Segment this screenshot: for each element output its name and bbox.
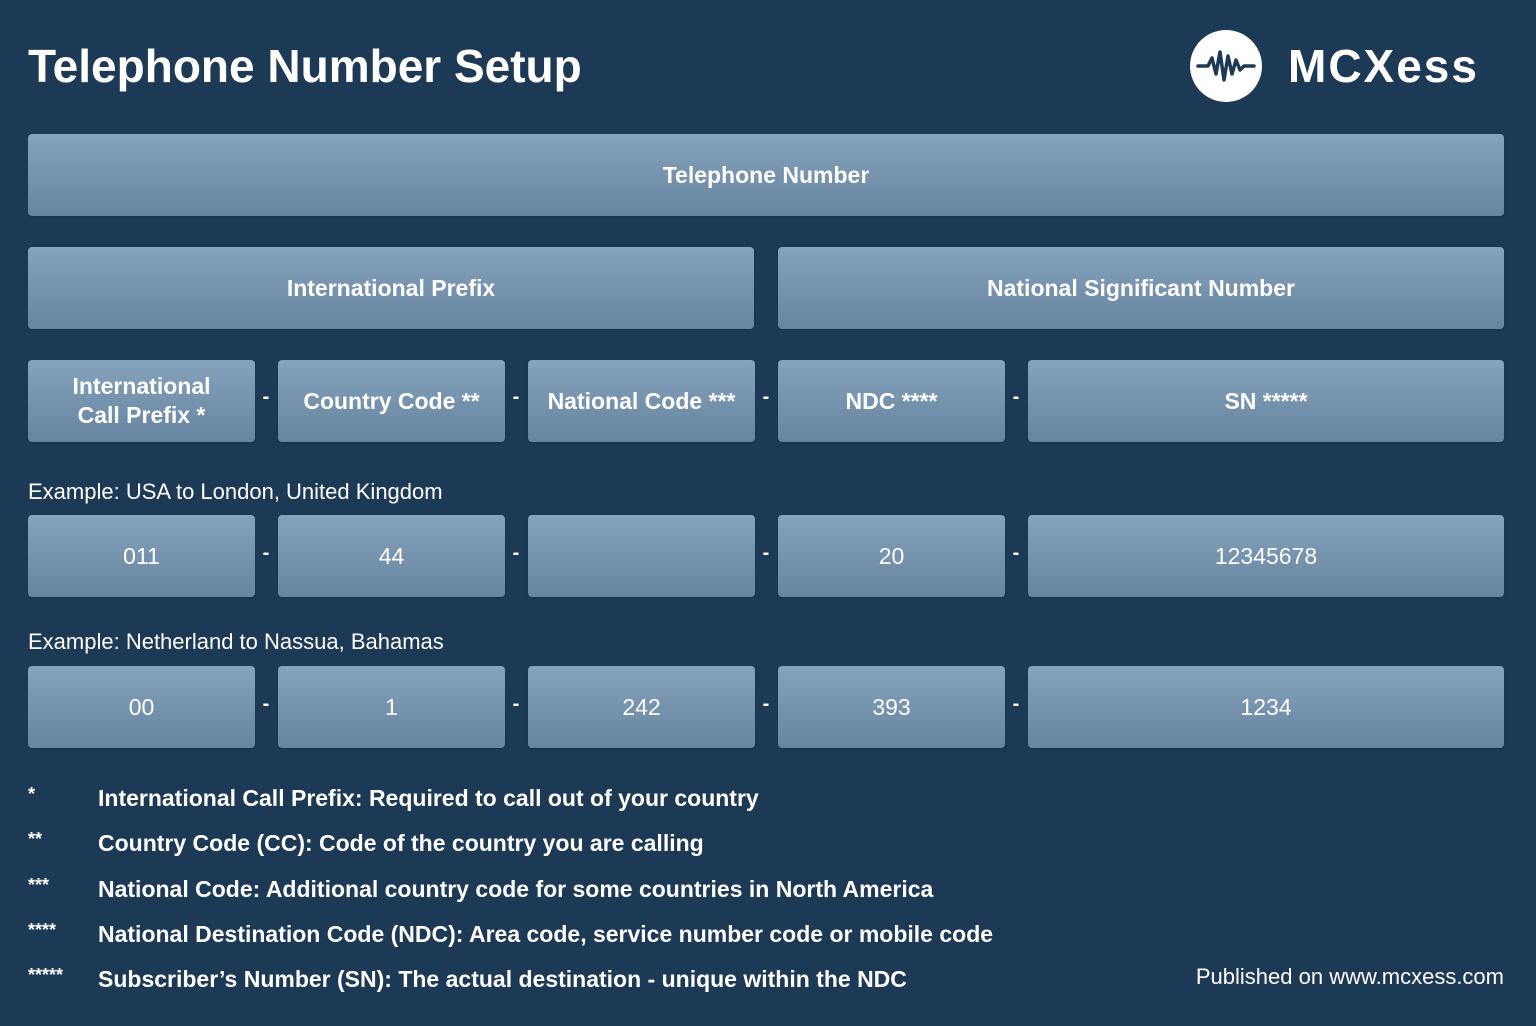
separator: - — [512, 386, 520, 408]
separator: - — [262, 542, 270, 564]
international-prefix-box: International Prefix — [28, 247, 754, 329]
ndc-label: NDC **** — [845, 387, 938, 414]
separator: - — [262, 386, 270, 408]
footnote-text: Subscriber’s Number (SN): The actual des… — [98, 965, 907, 992]
separator: - — [762, 542, 770, 564]
footnote-mark: ***** — [28, 965, 64, 985]
sn-box: SN ***** — [1028, 360, 1504, 442]
page-title: Telephone Number Setup — [28, 40, 582, 92]
footnote: *** National Code: Additional country co… — [28, 873, 933, 905]
international-call-prefix-line2: Call Prefix * — [77, 402, 206, 428]
example-1-prefix: 011 — [28, 515, 255, 597]
international-call-prefix-box: International Call Prefix * — [28, 360, 255, 442]
example-2-national-code-value: 242 — [622, 693, 661, 720]
footnote: * International Call Prefix: Required to… — [28, 782, 759, 814]
national-code-label: National Code *** — [547, 387, 736, 414]
example-1-country-code-value: 44 — [378, 542, 405, 569]
example-1-ndc-value: 20 — [878, 542, 905, 569]
country-code-box: Country Code ** — [278, 360, 505, 442]
separator: - — [1012, 386, 1020, 408]
national-significant-number-label: National Significant Number — [987, 274, 1295, 301]
ndc-box: NDC **** — [778, 360, 1005, 442]
example-1-prefix-value: 011 — [123, 542, 160, 569]
example-2-label: Example: Netherland to Nassua, Bahamas — [28, 629, 444, 654]
footnote-mark: * — [28, 784, 36, 804]
example-1-country-code: 44 — [278, 515, 505, 597]
waveform-icon — [1190, 30, 1262, 102]
footnote-text: Country Code (CC): Code of the country y… — [98, 829, 704, 856]
separator: - — [1012, 542, 1020, 564]
footnote-mark: ** — [28, 829, 43, 849]
international-prefix-label: International Prefix — [286, 274, 496, 301]
brand-name: MCXess — [1288, 40, 1479, 92]
separator: - — [512, 542, 520, 564]
separator: - — [262, 693, 270, 715]
example-1-sn-value: 12345678 — [1214, 542, 1318, 569]
example-2-national-code: 242 — [528, 666, 755, 748]
example-2-prefix-value: 00 — [128, 693, 155, 720]
country-code-label: Country Code ** — [303, 387, 480, 414]
example-1-ndc: 20 — [778, 515, 1005, 597]
sn-label: SN ***** — [1224, 387, 1308, 414]
footnote: ** Country Code (CC): Code of the countr… — [28, 827, 704, 859]
footnote: **** National Destination Code (NDC): Ar… — [28, 918, 993, 950]
separator: - — [762, 386, 770, 408]
example-2-sn-value: 1234 — [1240, 693, 1292, 720]
separator: - — [512, 693, 520, 715]
footnote-text: National Destination Code (NDC): Area co… — [98, 920, 994, 947]
example-1-label: Example: USA to London, United Kingdom — [28, 479, 443, 504]
example-2-country-code: 1 — [278, 666, 505, 748]
separator: - — [1012, 693, 1020, 715]
footnote-mark: **** — [28, 920, 57, 940]
telephone-number-label: Telephone Number — [662, 161, 870, 188]
published-credit: Published on www.mcxess.com — [1195, 964, 1504, 989]
example-2-sn: 1234 — [1028, 666, 1504, 748]
footnote-mark: *** — [28, 875, 50, 895]
example-1-national-code — [528, 515, 755, 597]
international-call-prefix-line1: International — [72, 373, 211, 399]
national-significant-number-box: National Significant Number — [778, 247, 1504, 329]
footnote-text: National Code: Additional country code f… — [98, 875, 934, 902]
example-2-prefix: 00 — [28, 666, 255, 748]
brand-logo: MCXess — [1190, 30, 1479, 102]
national-code-box: National Code *** — [528, 360, 755, 442]
footnote: ***** Subscriber’s Number (SN): The actu… — [28, 963, 907, 995]
example-2-ndc: 393 — [778, 666, 1005, 748]
telephone-number-box: Telephone Number — [28, 134, 1504, 216]
example-2-country-code-value: 1 — [385, 693, 398, 720]
separator: - — [762, 693, 770, 715]
footnote-text: International Call Prefix: Required to c… — [98, 784, 759, 811]
example-2-ndc-value: 393 — [872, 693, 911, 720]
example-1-sn: 12345678 — [1028, 515, 1504, 597]
